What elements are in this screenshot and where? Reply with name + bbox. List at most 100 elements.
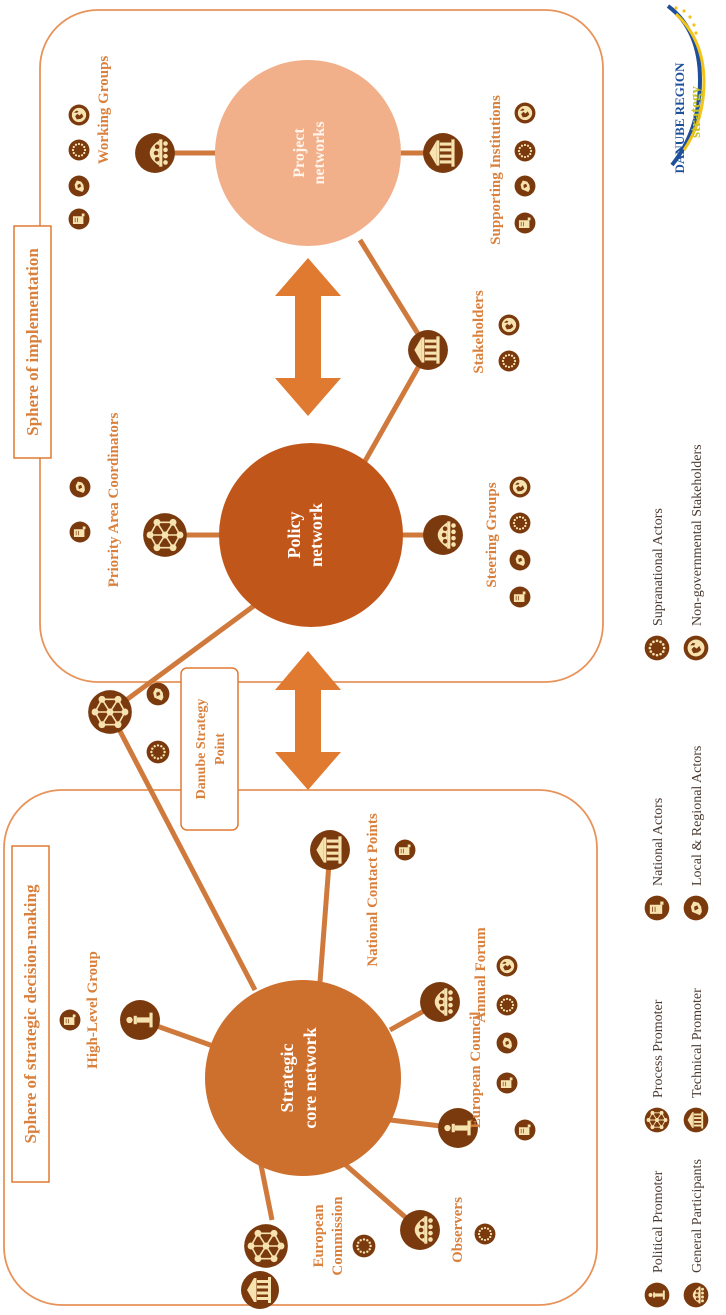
annual-forum-label: Annual Forum <box>473 927 489 1023</box>
decision-sphere-title: Sphere of strategic decision-making <box>21 884 40 1143</box>
decision-sphere-frame <box>3 789 598 1306</box>
edge-policy-dsp <box>108 602 257 715</box>
legend-supranational-actors-icon <box>644 635 670 661</box>
eu-star-icon <box>674 6 698 35</box>
implementation-sphere-title: Sphere of implementation <box>23 248 42 436</box>
edge-policy-stakeholders <box>357 348 431 472</box>
legend-local-regional-actors: Local & Regional Actors <box>683 746 709 921</box>
supporting-institutions-label: Supporting Institutions <box>488 95 504 245</box>
annual-forum-ngo-icon <box>496 955 518 977</box>
steering-groups-local-icon <box>509 549 531 571</box>
working-groups-local-icon <box>68 175 90 197</box>
supporting-inst-supra-icon <box>514 140 536 162</box>
strategic-hub-label-1: Strategic <box>277 1044 297 1113</box>
stakeholders-main-icon <box>408 330 448 370</box>
edge-project-stakeholders <box>357 238 431 352</box>
steering-groups-supra-icon <box>509 512 531 534</box>
steering-groups-main-icon <box>423 515 463 555</box>
edge-strategic-commission <box>257 1159 275 1221</box>
european-commission-label-1: European <box>311 1204 327 1268</box>
priority-area-national-icon <box>69 521 91 543</box>
legend-general-participants-label: General Participants <box>690 1159 705 1273</box>
national-contact-points-label: National Contact Points <box>365 813 381 966</box>
working-groups-main-icon <box>135 133 175 173</box>
danube-strategy-point-label-2: Point <box>213 733 228 765</box>
stakeholders-label: Stakeholders <box>471 290 487 374</box>
legend-process-promoter: Process Promoter <box>644 999 670 1133</box>
steering-groups-ngo-icon <box>509 476 531 498</box>
decision-sphere-title-box: Sphere of strategic decision-making <box>11 845 50 1183</box>
european-council-label: European Council <box>468 1012 484 1129</box>
danube-region-logo: DANUBE REGION strategy <box>666 4 706 173</box>
observers-main-icon <box>400 1210 440 1250</box>
dsp-process-icon <box>87 689 133 735</box>
logo-line-2: strategy <box>688 86 704 138</box>
legend-general-participants-icon <box>683 1282 709 1308</box>
policy-network-hub <box>219 443 403 627</box>
legend-local-regional-actors-label: Local & Regional Actors <box>690 746 705 886</box>
priority-area-coordinators-label: Priority Area Coordinators <box>106 412 122 587</box>
stakeholders-ngo-icon <box>498 314 520 336</box>
strategic-core-network-hub <box>205 980 401 1176</box>
legend-general-participants: General Participants <box>683 1159 709 1308</box>
supporting-inst-ngo-icon <box>514 102 536 124</box>
european-commission-label-2: Commission <box>330 1196 346 1276</box>
working-groups-ngo-icon <box>68 104 90 126</box>
annual-forum-main-icon <box>420 982 460 1022</box>
legend-political-promoter-icon <box>644 1282 670 1308</box>
ncp-main-icon <box>310 830 350 870</box>
high-level-group-national-icon <box>59 1009 81 1031</box>
observers-supra-icon <box>474 1223 496 1245</box>
project-hub-label-1: Project <box>291 128 308 178</box>
implementation-sphere-title-box: Sphere of implementation <box>13 225 52 459</box>
legend-political-promoter: Political Promoter <box>644 1170 670 1308</box>
edge-dsp-strategic <box>107 710 258 992</box>
priority-area-local-icon <box>69 476 91 498</box>
legend-process-promoter-icon <box>644 1107 670 1133</box>
legend: Political Promoter General Participants Pr… <box>644 444 709 1308</box>
strategic-hub-label-2: core network <box>300 1027 320 1128</box>
project-networks-hub <box>215 60 401 246</box>
legend-supranational-actors: Supranational Actors <box>644 508 670 661</box>
legend-political-promoter-label: Political Promoter <box>651 1170 666 1273</box>
working-groups-national-icon <box>68 208 90 230</box>
dsp-local-icon <box>146 682 170 706</box>
legend-ngo-stakeholders-label: Non-governmental Stakeholders <box>690 444 705 626</box>
supporting-institutions-main-icon <box>423 133 463 173</box>
double-arrow-top <box>275 258 341 416</box>
legend-technical-promoter: Technical Promoter <box>683 988 709 1133</box>
legend-ngo-stakeholders-icon <box>683 635 709 661</box>
double-arrow-bottom <box>275 651 341 790</box>
annual-forum-supra-icon <box>496 994 518 1016</box>
high-level-group-label: High-Level Group <box>85 951 101 1069</box>
legend-supranational-actors-label: Supranational Actors <box>651 508 666 626</box>
legend-process-promoter-label: Process Promoter <box>651 999 666 1098</box>
legend-ngo-stakeholders: Non-governmental Stakeholders <box>683 444 709 661</box>
commission-technical-icon <box>241 1271 279 1309</box>
legend-national-actors-label: National Actors <box>651 798 666 886</box>
legend-technical-promoter-label: Technical Promoter <box>690 988 705 1098</box>
legend-local-regional-actors-icon <box>683 895 709 921</box>
project-hub-label-2: networks <box>311 121 328 184</box>
policy-hub-label-1: Policy <box>284 512 304 559</box>
commission-supra-icon <box>352 1234 376 1258</box>
european-council-national-icon <box>514 1119 536 1141</box>
observers-label: Observers <box>450 1197 466 1263</box>
supporting-inst-local-icon <box>514 175 536 197</box>
legend-national-actors-icon <box>644 895 670 921</box>
high-level-group-main-icon <box>120 1000 160 1040</box>
ncp-national-icon <box>394 839 416 861</box>
annual-forum-local-icon <box>496 1032 518 1054</box>
commission-process-icon <box>243 1223 289 1269</box>
steering-groups-label: Steering Groups <box>484 482 500 587</box>
steering-groups-national-icon <box>509 586 531 608</box>
working-groups-supra-icon <box>68 139 90 161</box>
annual-forum-national-icon <box>496 1072 518 1094</box>
danube-strategy-point-label-1: Danube Strategy <box>194 699 209 800</box>
legend-technical-promoter-icon <box>683 1107 709 1133</box>
priority-area-main-icon <box>142 512 188 558</box>
dsp-supra-icon <box>146 740 170 764</box>
stakeholders-supra-icon <box>498 350 520 372</box>
